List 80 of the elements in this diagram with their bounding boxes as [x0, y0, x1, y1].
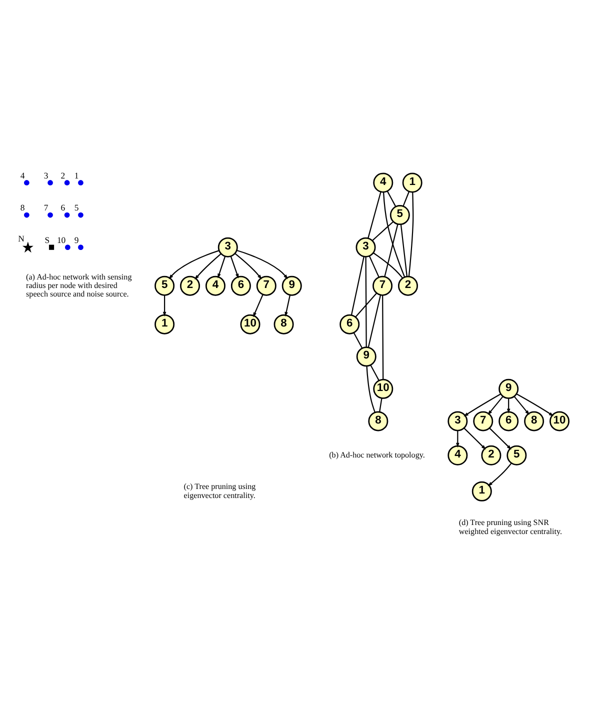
node-circle: 1: [402, 172, 422, 192]
arrow: [464, 393, 501, 416]
arrow: [194, 252, 222, 280]
connector: [373, 252, 403, 278]
node-point: [24, 212, 30, 218]
connector: [402, 190, 410, 206]
node-label: 1: [74, 170, 79, 180]
connector: [355, 292, 378, 317]
node-circle: 9: [498, 378, 519, 398]
node-point: [64, 244, 70, 250]
node-point: [48, 180, 53, 185]
node-label: 9: [74, 234, 79, 244]
node-point: [78, 212, 84, 218]
connector: [365, 256, 367, 347]
connector: [384, 224, 398, 276]
arrow: [488, 462, 512, 486]
connector: [382, 294, 384, 379]
node-point: [64, 212, 70, 218]
node-circle: 8: [274, 314, 294, 334]
connector: [368, 255, 380, 277]
node-circle: 8: [368, 410, 388, 431]
connector: [368, 294, 382, 348]
arrow: [168, 250, 220, 279]
node-circle: 9: [356, 346, 376, 366]
node-circle: 6: [498, 410, 519, 431]
node-point: [64, 180, 70, 185]
arrow: [489, 427, 512, 450]
node-label: 8: [20, 202, 25, 212]
node-label: 7: [44, 202, 48, 212]
arrow: [162, 294, 166, 316]
arrow: [516, 392, 554, 416]
connector: [370, 364, 380, 380]
arrow: [456, 430, 460, 448]
connector: [386, 190, 396, 206]
node-box: [48, 244, 54, 250]
node-label: 5: [74, 202, 79, 212]
node-circle: 7: [372, 275, 393, 296]
arrow: [488, 396, 504, 415]
node-circle: 4: [373, 172, 394, 192]
arrow: [506, 398, 510, 414]
connector: [400, 224, 408, 276]
node-star: [22, 241, 34, 252]
connector: [382, 192, 406, 277]
node-circle: 10: [240, 314, 260, 334]
arrow: [464, 427, 486, 450]
connector: [408, 192, 414, 276]
arrow: [236, 249, 288, 279]
node-point: [48, 212, 53, 218]
node-circle: 3: [218, 236, 238, 257]
node-point: [78, 180, 84, 185]
connector: [368, 191, 382, 238]
arrow: [253, 294, 264, 317]
connector: [350, 256, 364, 315]
node-label: 2: [60, 170, 66, 180]
node-circle: 4: [448, 444, 468, 465]
node-circle: 6: [340, 314, 360, 334]
node-circle: 10: [373, 378, 394, 398]
arrow: [514, 396, 530, 415]
connector: [366, 365, 376, 412]
arrow: [284, 294, 291, 316]
node-label: 6: [60, 202, 66, 212]
node-circle: 2: [398, 275, 418, 296]
node-point: [24, 180, 30, 185]
arrow: [234, 252, 262, 279]
node-point: [78, 244, 84, 250]
node-circle: 4: [205, 275, 226, 296]
node-circle: 3: [356, 236, 376, 257]
node-label: 4: [20, 170, 25, 180]
node-label: S: [44, 234, 50, 245]
connector: [353, 332, 363, 348]
arrow: [218, 256, 226, 278]
node-circle: 1: [154, 314, 175, 334]
node-label: 3: [44, 170, 48, 180]
node-label: 10: [56, 234, 66, 244]
connector: [379, 398, 382, 412]
node-circle: 5: [390, 204, 410, 225]
arrow: [230, 256, 239, 278]
connector: [372, 220, 394, 240]
node-circle: 6: [230, 275, 251, 296]
node-label: N: [18, 233, 24, 244]
